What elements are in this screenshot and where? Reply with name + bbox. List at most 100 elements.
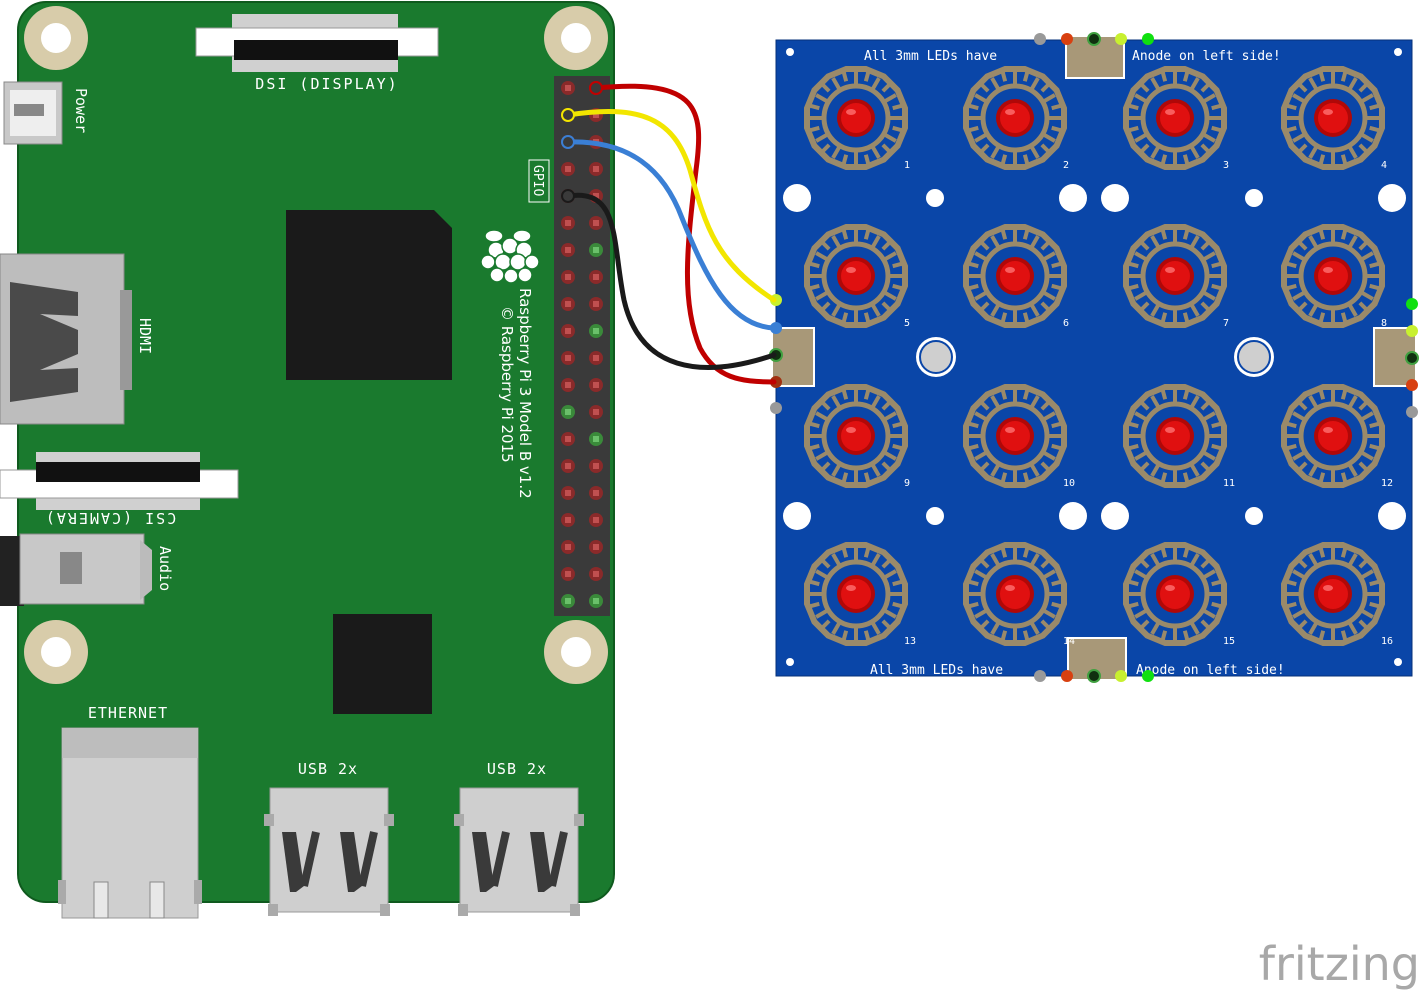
ethernet-label: ETHERNET — [88, 704, 168, 722]
red-led — [1314, 417, 1352, 455]
board-hole — [1059, 184, 1087, 212]
corner-hole — [786, 48, 794, 56]
led-footprint: 7 — [1123, 224, 1229, 329]
mounting-hole — [24, 620, 88, 684]
led-footprint: 12 — [1281, 384, 1393, 489]
gpio-pin — [589, 432, 603, 446]
gpio-pin — [561, 540, 575, 554]
audio-label: Audio — [156, 546, 174, 591]
gpio-pin — [589, 243, 603, 257]
gpio-pin — [589, 324, 603, 338]
gpio-pin — [561, 297, 575, 311]
copyright-text: © Raspberry Pi 2015 — [498, 306, 516, 463]
red-led — [1156, 417, 1194, 455]
led-number: 4 — [1381, 160, 1387, 171]
led-number: 16 — [1381, 636, 1393, 647]
model-text: Raspberry Pi 3 Model B v1.2 — [516, 288, 534, 499]
led-footprint: 6 — [963, 224, 1069, 329]
gpio-pin — [589, 378, 603, 392]
gpio-pin — [561, 378, 575, 392]
board-hole — [1378, 184, 1406, 212]
wire-end — [561, 189, 575, 203]
gpio-pin — [561, 405, 575, 419]
soc-chip — [286, 210, 452, 380]
led-footprint: 10 — [963, 384, 1075, 489]
mounting-hole — [24, 6, 88, 70]
gpio-pin — [561, 567, 575, 581]
led-number: 12 — [1381, 478, 1393, 489]
wire-end — [589, 81, 603, 95]
red-led — [996, 417, 1034, 455]
gpio-pin — [561, 486, 575, 500]
wire-end — [561, 108, 575, 122]
top-note-right: Anode on left side! — [1132, 49, 1281, 64]
led-footprint: 11 — [1123, 384, 1235, 489]
usb-controller-chip — [333, 614, 432, 714]
top-edge-pins — [1034, 32, 1154, 46]
red-led — [837, 257, 875, 295]
gpio-pin — [561, 351, 575, 365]
red-led — [1156, 575, 1194, 613]
gpio-pin — [589, 297, 603, 311]
black-wire — [565, 192, 777, 370]
wires — [561, 81, 777, 385]
corner-hole — [1394, 48, 1402, 56]
red-led — [1314, 99, 1352, 137]
gpio-pin — [561, 324, 575, 338]
red-led — [837, 417, 875, 455]
led-number: 1 — [904, 160, 910, 171]
dsi-connector — [195, 14, 439, 72]
red-led — [837, 99, 875, 137]
gpio-pin — [589, 162, 603, 176]
led-number: 6 — [1063, 318, 1069, 329]
hdmi-label: HDMI — [136, 318, 154, 354]
gpio-pin — [561, 216, 575, 230]
red-led — [996, 99, 1034, 137]
led-number: 11 — [1223, 478, 1235, 489]
gpio-pin — [589, 216, 603, 230]
gpio-pin — [589, 513, 603, 527]
power-label: Power — [72, 88, 90, 133]
red-led — [1156, 99, 1194, 137]
gpio-pin — [561, 513, 575, 527]
led-number: 14 — [1063, 636, 1075, 647]
board-hole — [926, 189, 944, 207]
led-footprint: 2 — [963, 66, 1069, 171]
led-number: 8 — [1381, 318, 1387, 329]
gpio-pin — [589, 270, 603, 284]
top-note-left: All 3mm LEDs have — [864, 49, 997, 64]
led-number: 2 — [1063, 160, 1069, 171]
gpio-pin — [561, 81, 575, 95]
wire-end — [561, 135, 575, 149]
mounting-hole — [544, 620, 608, 684]
led-footprint: 5 — [804, 224, 910, 329]
red-led — [1314, 257, 1352, 295]
led-footprint: 14 — [963, 542, 1075, 647]
raspberry-logo-icon — [480, 229, 540, 284]
led-number: 7 — [1223, 318, 1229, 329]
board-hole — [783, 184, 811, 212]
power-connector — [3, 81, 63, 145]
red-led — [996, 257, 1034, 295]
led-number: 15 — [1223, 636, 1235, 647]
blue-wire — [565, 139, 777, 331]
gpio-label: GPIO — [530, 165, 545, 196]
gpio-pin — [589, 486, 603, 500]
gpio-pin — [589, 459, 603, 473]
red-led — [996, 575, 1034, 613]
yellow-wire — [565, 109, 777, 303]
board-hole — [1245, 507, 1263, 525]
led-number: 9 — [904, 478, 910, 489]
gpio-pin — [589, 594, 603, 608]
usb-port-2 — [454, 787, 584, 916]
led-footprint: 3 — [1123, 66, 1229, 171]
csi-connector — [0, 452, 239, 510]
board-mount-hole — [916, 337, 956, 377]
corner-hole — [786, 658, 794, 666]
gpio-pin — [589, 405, 603, 419]
red-led — [837, 575, 875, 613]
gpio-pin — [561, 243, 575, 257]
led-footprint: 13 — [804, 542, 916, 647]
gpio-pin — [561, 459, 575, 473]
led-matrix-board: All 3mm LEDs have Anode on left side! Al… — [769, 32, 1419, 683]
